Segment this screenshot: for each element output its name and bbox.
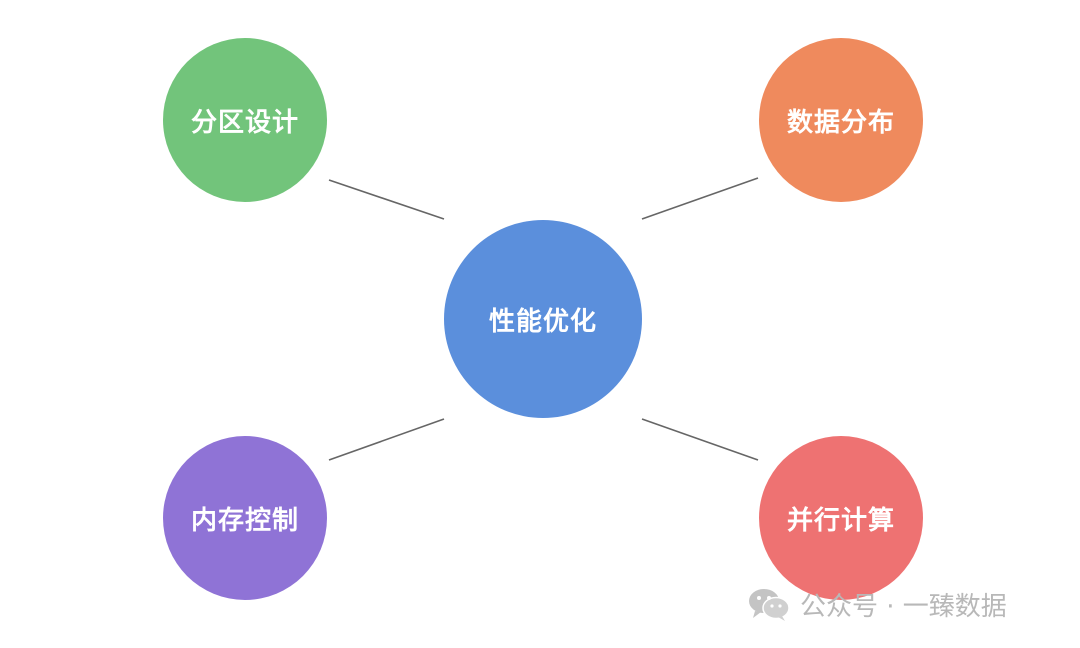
node-bottom-right: 并行计算 xyxy=(759,436,923,600)
node-label: 并行计算 xyxy=(786,505,895,536)
node-label: 数据分布 xyxy=(786,107,895,138)
connector-top-right xyxy=(641,177,759,220)
node-top-left: 分区设计 xyxy=(163,38,327,202)
node-label: 分区设计 xyxy=(190,107,299,138)
center-node-label: 性能优化 xyxy=(488,306,597,337)
node-top-right: 数据分布 xyxy=(759,38,923,202)
watermark: 公众号 · 一臻数据 xyxy=(748,584,1007,624)
connector-bottom-right xyxy=(641,418,759,461)
node-label: 内存控制 xyxy=(190,505,299,536)
watermark-text: 公众号 · 一臻数据 xyxy=(800,591,1007,622)
connector-top-left xyxy=(328,179,445,220)
wechat-icon xyxy=(749,589,790,621)
center-node: 性能优化 xyxy=(444,220,642,418)
connector-bottom-left xyxy=(328,418,445,461)
node-bottom-left: 内存控制 xyxy=(163,436,327,600)
